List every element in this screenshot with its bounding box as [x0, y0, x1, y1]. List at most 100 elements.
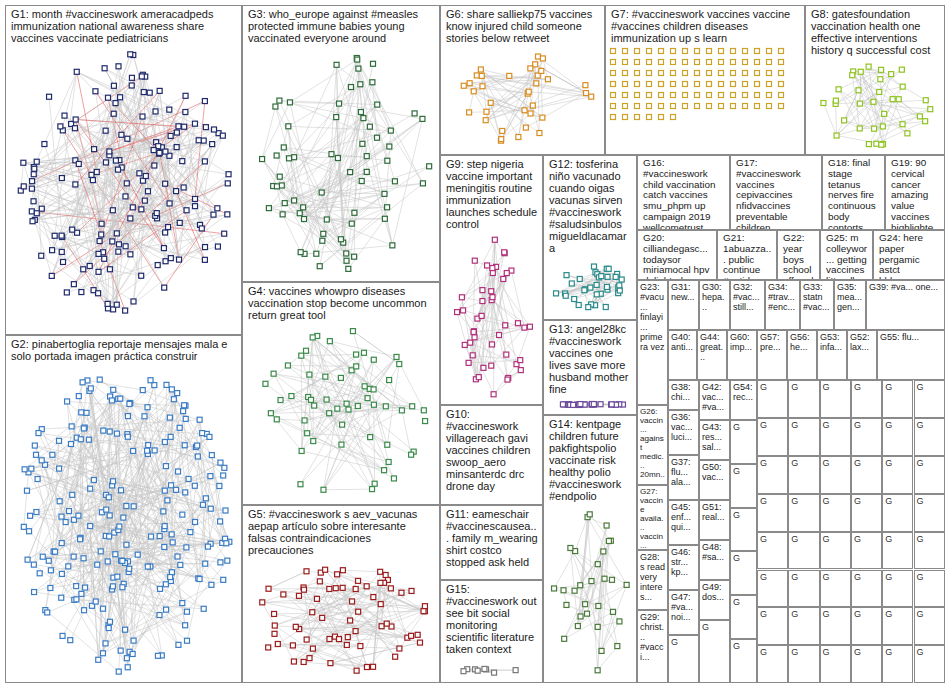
vertex-glyph [68, 638, 73, 643]
vertex-glyph [186, 476, 191, 481]
vertex-glyph [767, 93, 772, 98]
vertex-glyph [80, 380, 85, 385]
network-tie [121, 511, 226, 561]
vertex-glyph [695, 60, 700, 65]
vertex-glyph [260, 600, 265, 605]
vertex-glyph [90, 178, 95, 183]
vertex-glyph [707, 71, 712, 76]
vertex-glyph [422, 604, 427, 609]
network-tie [42, 460, 66, 522]
vertex-glyph [168, 434, 173, 439]
network-tie [172, 389, 186, 418]
vertex-glyph [391, 476, 396, 481]
network-tie [36, 512, 172, 542]
network-tie [97, 446, 197, 565]
vertex-glyph [141, 90, 146, 95]
network-tie [117, 76, 142, 304]
vertex-glyph [113, 158, 118, 163]
network-tie [33, 221, 62, 252]
vertex-glyph [743, 71, 748, 76]
network-tie [76, 119, 168, 227]
network-tie [486, 85, 586, 120]
vertex-glyph [96, 657, 101, 662]
vertex-glyph [167, 415, 172, 420]
vertex-glyph [72, 126, 77, 131]
network-tie [35, 446, 220, 486]
network-tie [312, 337, 314, 441]
vertex-glyph [169, 483, 174, 488]
network-tie [279, 101, 363, 119]
network-tie [127, 139, 164, 248]
vertex-glyph [352, 254, 357, 259]
vertex-glyph [131, 638, 136, 643]
vertex-glyph [218, 460, 223, 465]
vertex-glyph [623, 115, 628, 120]
vertex-glyph [222, 231, 227, 236]
vertex-glyph [292, 155, 297, 160]
vertex-glyph [83, 585, 88, 590]
vertex-glyph [88, 486, 93, 491]
vertex-glyph [755, 82, 760, 87]
network-tie [313, 337, 374, 389]
vertex-glyph [266, 206, 271, 211]
vertex-glyph [42, 142, 47, 147]
network-tie [486, 106, 533, 121]
vertex-glyph [76, 161, 81, 166]
vertex-glyph [107, 149, 112, 154]
network-tie [844, 70, 881, 121]
vertex-glyph [97, 239, 102, 244]
vertex-glyph [348, 85, 353, 90]
network-tie [103, 586, 113, 653]
vertex-glyph [221, 577, 226, 582]
vertex-glyph [314, 596, 319, 601]
vertex-glyph [360, 141, 365, 146]
network-tie [304, 590, 313, 649]
network-tie [112, 114, 113, 242]
vertex-glyph [537, 131, 542, 136]
vertex-glyph [755, 93, 760, 98]
vertex-glyph [307, 372, 312, 377]
vertex-glyph [371, 61, 376, 66]
network-tie [126, 142, 157, 246]
vertex-glyph [21, 524, 26, 529]
network-tie [474, 91, 501, 140]
vertex-glyph [157, 150, 162, 155]
vertex-glyph [177, 425, 182, 430]
vertex-glyph [281, 145, 286, 150]
vertex-glyph [755, 71, 760, 76]
network-tie [299, 581, 320, 629]
vertex-glyph [102, 256, 107, 261]
vertex-glyph [397, 646, 402, 651]
vertex-glyph [272, 623, 277, 628]
vertex-glyph [223, 508, 228, 513]
vertex-glyph [168, 256, 173, 261]
vertex-glyph [120, 558, 125, 563]
vertex-glyph [767, 104, 772, 109]
network-tie [313, 337, 342, 444]
vertex-glyph [123, 194, 128, 199]
vertex-glyph [467, 81, 472, 86]
network-tie [481, 69, 509, 75]
vertex-glyph [29, 186, 34, 191]
vertex-glyph [344, 258, 349, 263]
vertex-glyph [327, 339, 332, 344]
vertex-glyph [719, 104, 724, 109]
vertex-glyph [177, 220, 182, 225]
vertex-glyph [130, 651, 135, 656]
network-tie [109, 498, 206, 628]
vertex-glyph [192, 483, 197, 488]
vertex-glyph [182, 443, 187, 448]
network-tie [171, 485, 173, 572]
vertex-glyph [79, 290, 84, 295]
vertex-glyph [370, 487, 375, 492]
network-tie [83, 382, 164, 511]
network-tie [187, 561, 227, 612]
network-tie [278, 586, 367, 644]
vertex-glyph [371, 402, 376, 407]
network-tie [62, 543, 221, 562]
vertex-glyph [279, 183, 284, 188]
network-tie [103, 586, 113, 653]
network-tie [80, 538, 199, 579]
network-tie [97, 565, 178, 645]
network-tie [486, 58, 542, 111]
